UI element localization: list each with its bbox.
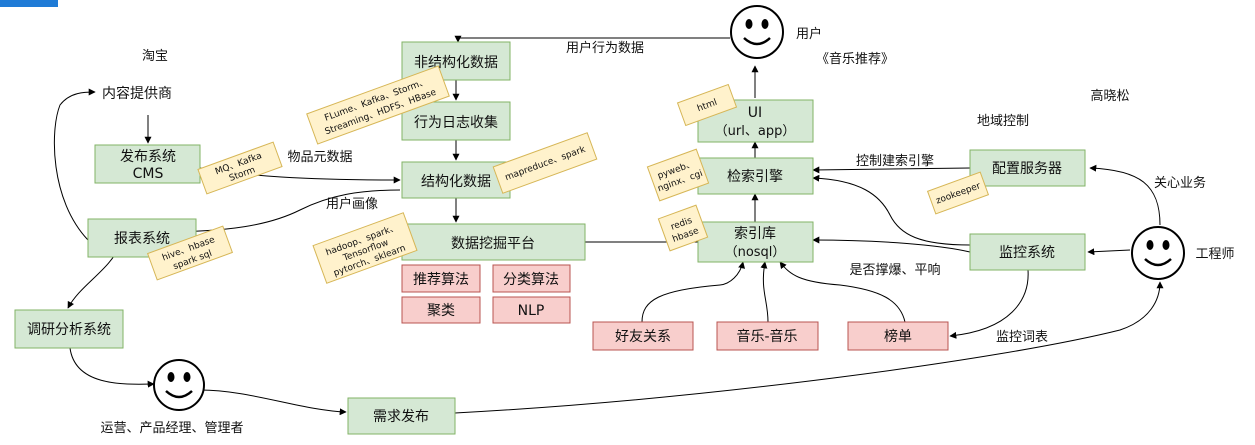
edge-ranking-to-index [779, 261, 906, 323]
node-publish-cms: 发布系统 CMS [94, 144, 201, 184]
svg-text:NLP: NLP [518, 303, 545, 319]
label-overload: 是否撑爆、平响 [849, 262, 940, 278]
label-care-business: 关心业务 [1154, 175, 1206, 191]
label-music-rec: 《音乐推荐》 [816, 51, 894, 67]
svg-text:监控系统: 监控系统 [999, 245, 1055, 261]
node-config-server: 配置服务器 [969, 149, 1086, 187]
label-user-profile: 用户画像 [326, 196, 378, 212]
note-hadoop: hadoop、spark、 Tensorflow pytorch、sklearn [312, 212, 418, 284]
svg-text:非结构化数据: 非结构化数据 [414, 55, 498, 71]
svg-text:分类算法: 分类算法 [503, 272, 559, 288]
node-class-algo: 分类算法 [492, 264, 571, 293]
note-mq: MQ、Kafka Storm [197, 141, 283, 195]
svg-text:需求发布: 需求发布 [373, 409, 429, 425]
svg-text:聚类: 聚类 [427, 303, 455, 319]
edge-monitor-to-search [812, 174, 971, 246]
label-item-meta: 物品元数据 [287, 150, 352, 165]
edge-monitor-to-ranking [949, 269, 1029, 339]
corner-accent [0, 0, 58, 7]
svg-text:发布系统: 发布系统 [120, 149, 176, 165]
edge-engineer-to-config [1089, 164, 1161, 226]
node-nlp: NLP [492, 296, 571, 324]
node-research-system: 调研分析系统 [14, 309, 124, 349]
user-smiley-icon [730, 5, 784, 59]
node-structured-data: 结构化数据 [401, 161, 511, 199]
svg-text:检索引擎: 检索引擎 [727, 168, 783, 185]
edge-music-to-index [760, 261, 769, 323]
engineer-smiley-icon [1131, 226, 1185, 280]
svg-text:行为日志收集: 行为日志收集 [414, 114, 498, 131]
note-zookeeper: zookeeper [926, 171, 990, 215]
free-labels: 淘宝 内容提供商 用户 《音乐推荐》 高晓松 地域控制 用户行为数据 物品元数据… [100, 26, 1234, 436]
label-monitor-words: 监控词表 [996, 330, 1048, 345]
edge-demand-to-engineer [454, 281, 1164, 414]
svg-text:好友关系: 好友关系 [615, 329, 671, 345]
node-behavior-log: 行为日志收集 [401, 101, 511, 141]
svg-text:（nosql）: （nosql） [725, 245, 786, 260]
svg-text:配置服务器: 配置服务器 [992, 161, 1062, 177]
node-friends: 好友关系 [592, 321, 694, 351]
edge-report-to-provider [53, 88, 96, 241]
svg-text:CMS: CMS [133, 166, 164, 182]
label-user: 用户 [796, 26, 822, 42]
node-clustering: 聚类 [401, 296, 481, 324]
node-monitor-system: 监控系统 [969, 233, 1086, 271]
svg-text:结构化数据: 结构化数据 [421, 174, 491, 190]
edge-friends-to-index [641, 261, 745, 323]
node-music-music: 音乐-音乐 [716, 321, 819, 351]
node-mining-platform: 数据挖掘平台 [401, 223, 586, 261]
svg-text:（url、app）: （url、app） [715, 124, 796, 139]
edges [53, 35, 1164, 416]
node-rec-algo: 推荐算法 [401, 264, 481, 293]
svg-text:报表系统: 报表系统 [114, 231, 170, 247]
edge-monitor-to-index [812, 236, 971, 253]
node-search-engine: 检索引擎 [697, 157, 814, 195]
note-mapreduce: mapreduce、spark [492, 132, 598, 194]
node-demand-release: 需求发布 [347, 397, 456, 435]
edge-research-to-operators [69, 347, 155, 388]
node-index-store: 索引库 （nosql） [697, 221, 814, 263]
operators-smiley-icon [153, 359, 205, 411]
edge-operators-to-demand [199, 389, 347, 416]
node-ranking: 榜单 [847, 321, 949, 351]
svg-text:音乐-音乐: 音乐-音乐 [736, 328, 797, 345]
label-content-provider: 内容提供商 [102, 85, 172, 102]
note-hive: hive、hbase spark sql [146, 225, 234, 281]
svg-text:UI: UI [748, 105, 762, 121]
edge-user-to-unstructured [454, 35, 553, 43]
label-user-behavior: 用户行为数据 [566, 40, 644, 56]
edge-config-to-search [812, 166, 971, 174]
label-gao: 高晓松 [1090, 88, 1129, 104]
label-operators: 运营、产品经理、管理者 [100, 421, 243, 436]
svg-text:推荐算法: 推荐算法 [413, 272, 469, 288]
label-engineer: 工程师 [1195, 247, 1234, 262]
svg-text:数据挖掘平台: 数据挖掘平台 [451, 236, 535, 252]
svg-text:调研分析系统: 调研分析系统 [27, 322, 111, 338]
svg-text:索引库: 索引库 [734, 225, 776, 242]
label-region: 地域控制 [977, 114, 1029, 129]
label-control-index: 控制建索引擎 [856, 154, 934, 169]
edge-engineer-to-monitor [1087, 248, 1131, 256]
note-redis: redis hbase [657, 204, 709, 252]
label-taobao: 淘宝 [142, 49, 168, 64]
svg-text:榜单: 榜单 [884, 328, 912, 345]
note-html: html [676, 83, 738, 127]
